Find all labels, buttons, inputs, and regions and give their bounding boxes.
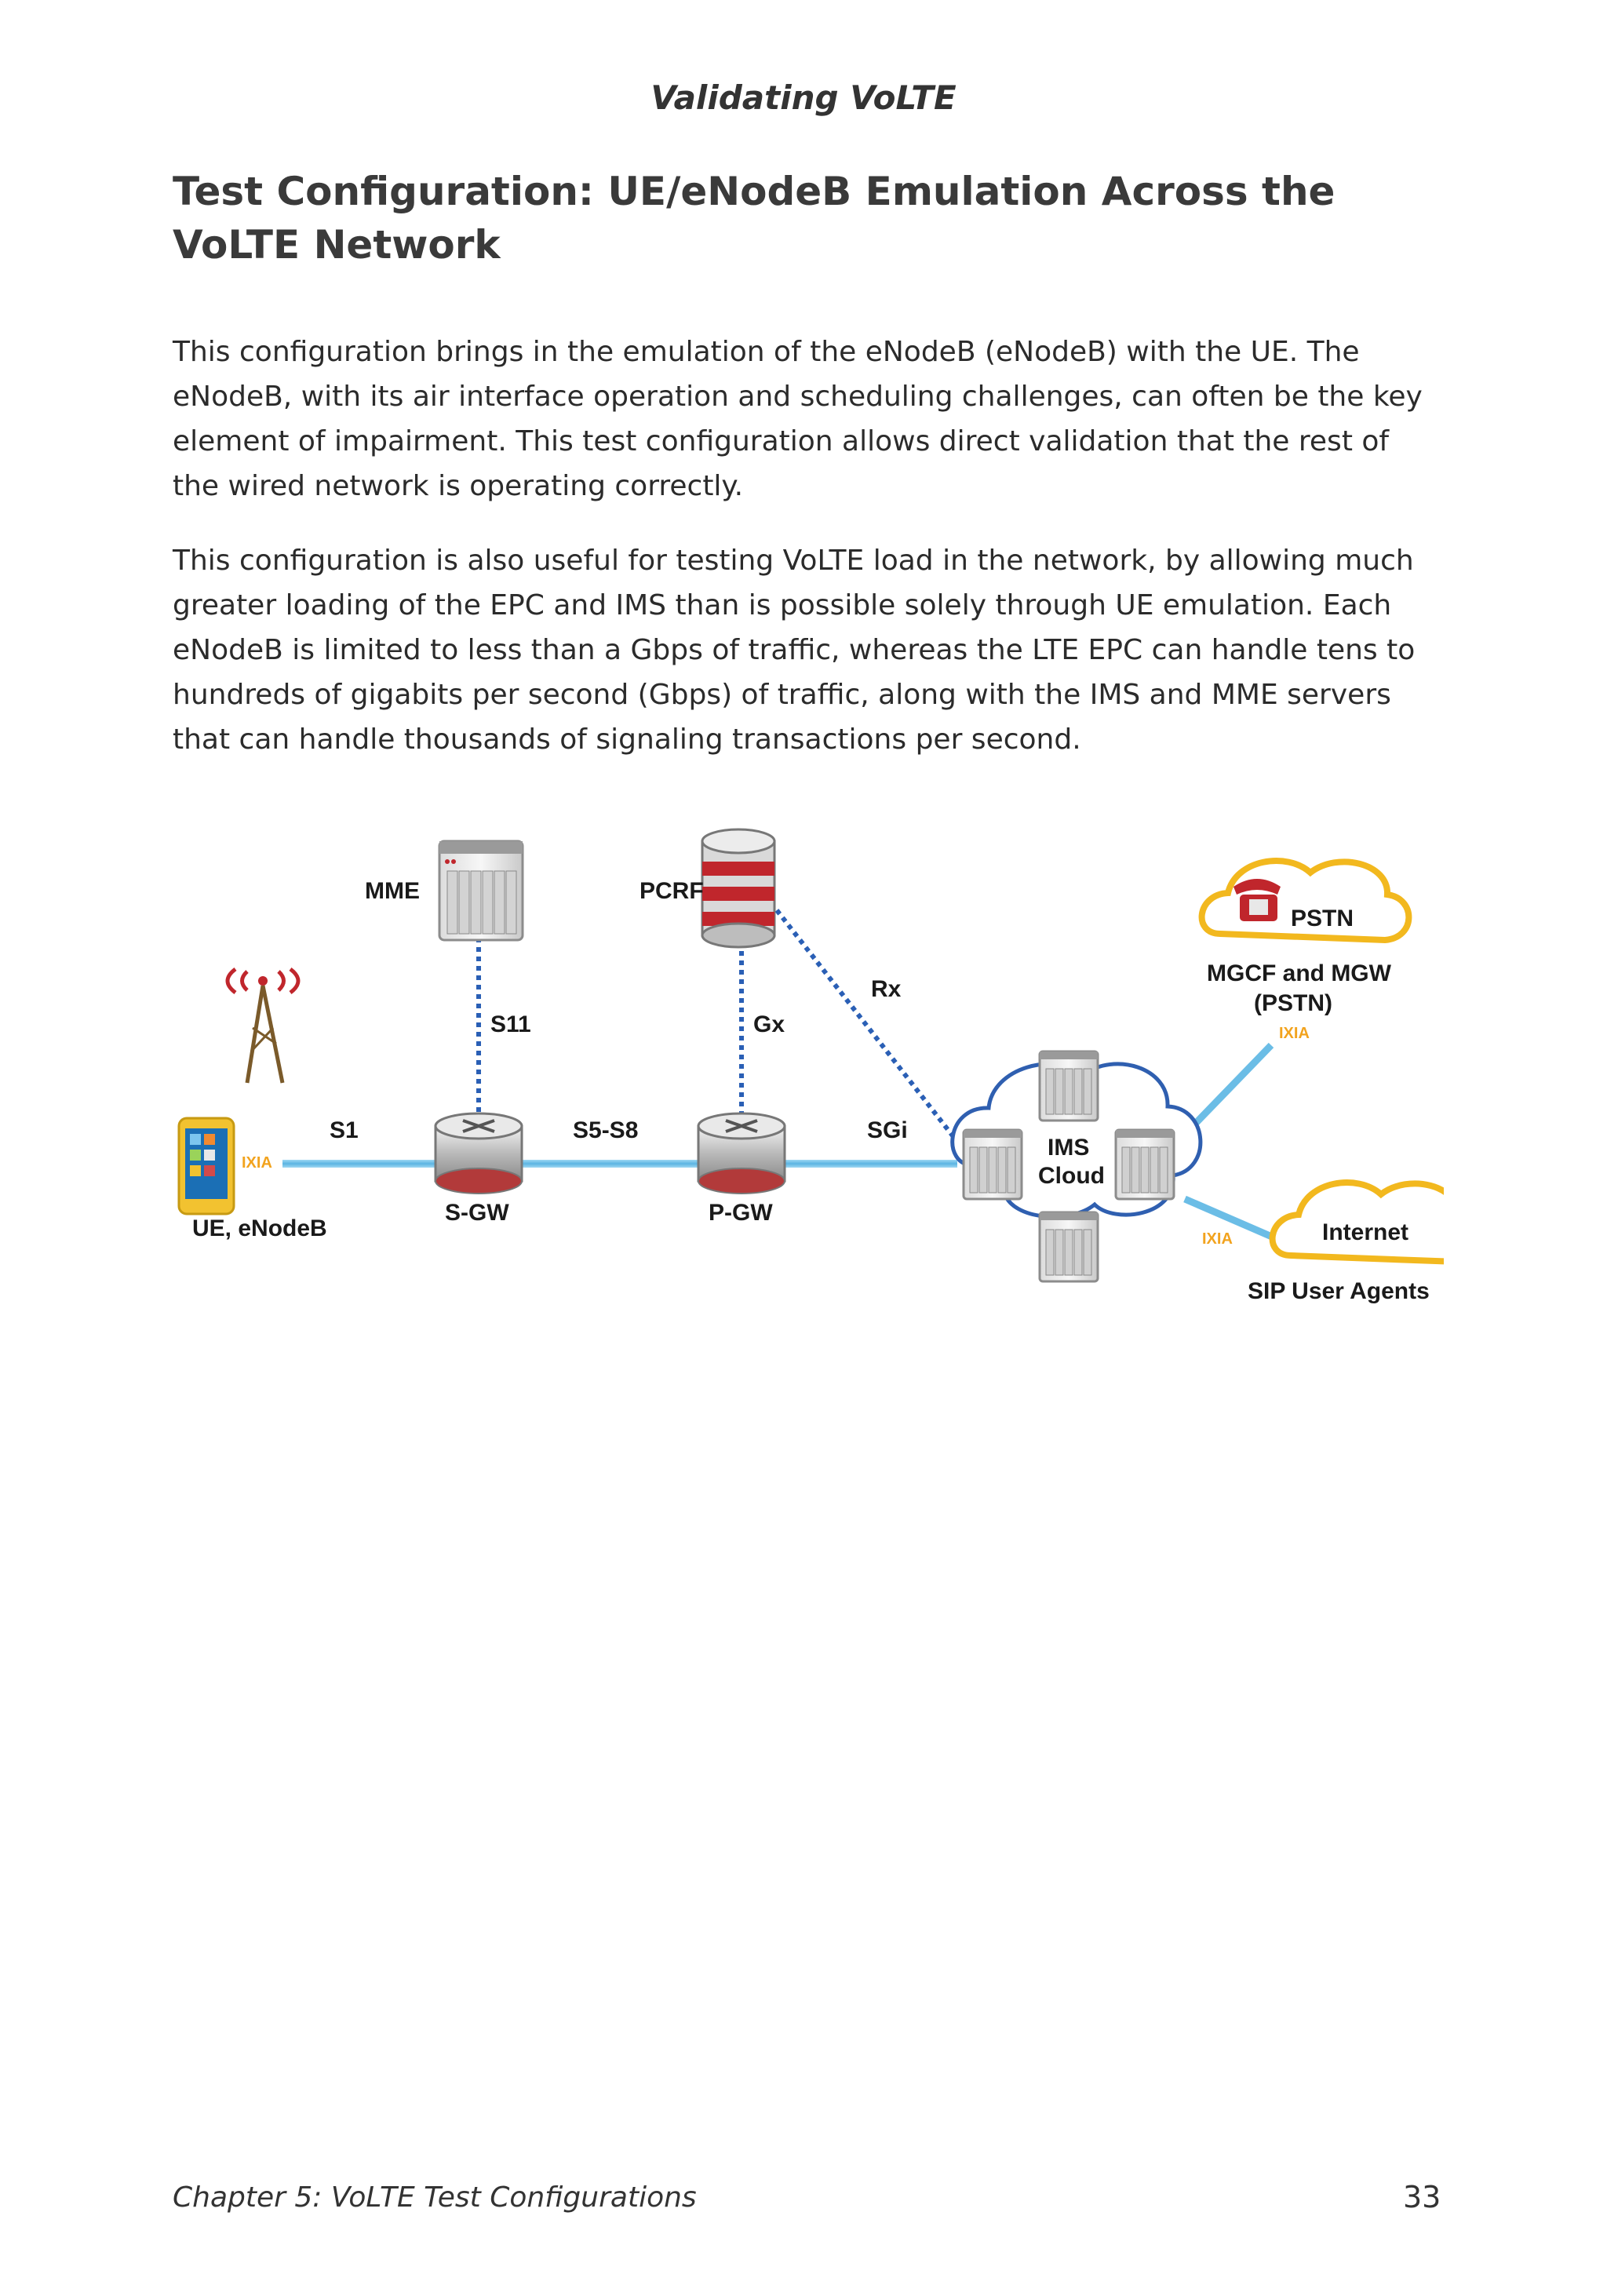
section-title-line-1: Test Configuration: UE/eNodeB Emulation … <box>173 169 1336 214</box>
s5s8-label: S5-S8 <box>573 1117 638 1143</box>
ims-label-line-1: IMS <box>1048 1135 1089 1161</box>
phone-icon <box>177 1117 235 1215</box>
ims-server-bottom <box>1038 1211 1099 1283</box>
internet-cloud <box>1269 1179 1444 1265</box>
rx-label: Rx <box>871 976 902 1002</box>
s11-label: S11 <box>490 1011 531 1037</box>
pcrf-label: PCRF <box>640 878 704 904</box>
mme-server <box>438 840 524 942</box>
ims-server-left <box>962 1128 1023 1201</box>
ims-server-right <box>1114 1128 1175 1201</box>
sgi-link <box>769 1160 957 1168</box>
page-number: 33 <box>1403 2180 1441 2214</box>
ixia-logo-internet: IXIA <box>1202 1230 1233 1248</box>
internet-link <box>1183 1195 1281 1244</box>
mme-label: MME <box>365 878 420 904</box>
ixia-logo-ue: IXIA <box>242 1154 272 1172</box>
paragraph-2: This configuration is also useful for te… <box>173 545 1416 756</box>
signaling-links <box>476 909 960 1143</box>
pgw-label: P-GW <box>709 1200 773 1226</box>
mgcf-label-line-2: (PSTN) <box>1254 990 1332 1016</box>
section-title-line-2: VoLTE Network <box>173 222 501 268</box>
sgi-label: SGi <box>867 1117 908 1143</box>
network-diagram: MME PCRF S11 Gx Rx S1 S5-S8 SGi IXIA <box>177 828 1444 1304</box>
ixia-logo-pstn: IXIA <box>1279 1025 1310 1042</box>
paragraph-1: This configuration brings in the emulati… <box>173 336 1423 502</box>
mgcf-label-line-1: MGCF and MGW <box>1207 960 1392 986</box>
pcrf-database <box>701 828 776 949</box>
s1-label: S1 <box>330 1117 359 1143</box>
rx-link <box>774 909 960 1143</box>
ims-label-line-2: Cloud <box>1038 1163 1105 1189</box>
sgw-router <box>434 1112 523 1194</box>
sgw-label: S-GW <box>445 1200 509 1226</box>
footer-chapter: Chapter 5: VoLTE Test Configurations <box>173 2181 697 2214</box>
s1-link <box>282 1160 957 1168</box>
sip-label: SIP User Agents <box>1248 1278 1430 1304</box>
cell-tower-icon <box>225 968 301 1084</box>
telephone-icon <box>1233 879 1281 921</box>
pgw-router <box>697 1112 786 1194</box>
pstn-label: PSTN <box>1291 906 1354 931</box>
internet-label: Internet <box>1322 1219 1408 1245</box>
gx-label: Gx <box>753 1011 785 1037</box>
running-head: Validating VoLTE <box>650 78 957 117</box>
section-title: Test Configuration: UE/eNodeB Emulation … <box>173 165 1428 272</box>
ims-server-top <box>1038 1050 1099 1122</box>
ue-label: UE, eNodeB <box>192 1215 327 1241</box>
